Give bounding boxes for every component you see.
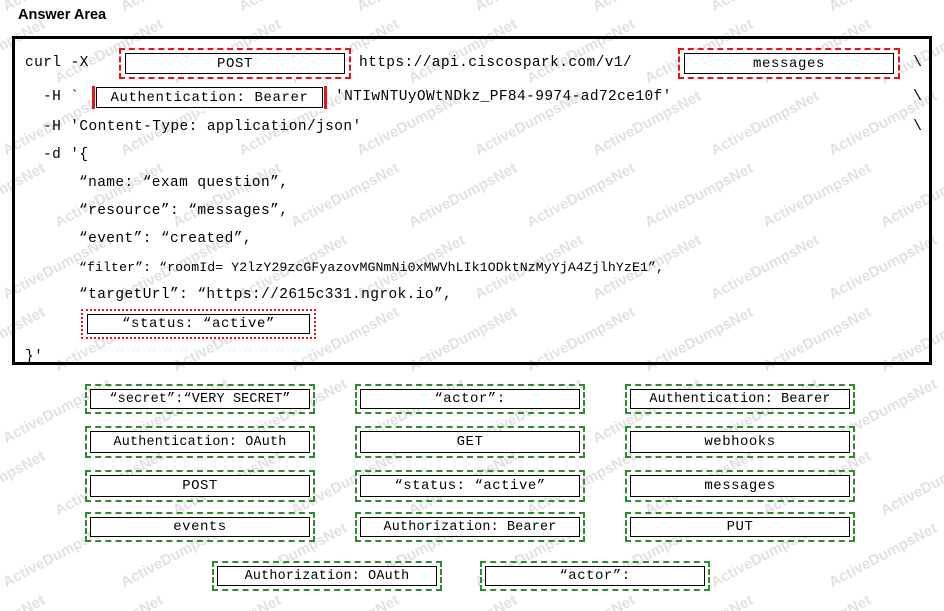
option-label: GET: [456, 434, 484, 450]
code-line-curl-prefix: curl -X: [25, 55, 89, 71]
code-line-close: }': [25, 349, 44, 365]
drop-target-status-label: “status: “active”: [121, 316, 276, 332]
watermark-text: ActiveDumpsNet: [878, 447, 944, 520]
option-label: Authentication: Bearer: [649, 391, 831, 407]
option-tile-put[interactable]: PUT: [625, 512, 855, 542]
watermark-text: ActiveDumpsNet: [826, 0, 940, 15]
code-line-token: 'NTIwNTUyOWtNDkz_PF84-9974-ad72ce10f': [335, 89, 672, 105]
watermark-text: ActiveDumpsNet: [760, 592, 874, 611]
drop-target-http-method-label: POST: [216, 55, 253, 72]
option-tile-actor-2[interactable]: “actor”:: [480, 561, 710, 591]
code-line-event: “event”: “created”,: [79, 231, 252, 247]
code-line-h-bearer: -H `: [43, 89, 80, 105]
code-line-url: https://api.ciscospark.com/v1/: [359, 55, 633, 71]
option-tile-authz-oauth[interactable]: Authorization: OAuth: [212, 561, 442, 591]
option-tile-put-inner: PUT: [630, 517, 850, 537]
watermark-text: ActiveDumpsNet: [118, 0, 232, 15]
answer-area-code-panel: curl -X https://api.ciscospark.com/v1/ \…: [12, 36, 932, 365]
watermark-text: ActiveDumpsNet: [642, 592, 756, 611]
drop-target-status-inner: “status: “active”: [87, 314, 310, 334]
option-tile-auth-bearer-inner: Authentication: Bearer: [630, 389, 850, 409]
option-label: Authorization: Bearer: [383, 519, 557, 535]
drop-target-auth-header[interactable]: Authentication: Bearer: [92, 84, 327, 111]
code-line-targeturl: “targetUrl”: “https://2615c331.ngrok.io”…: [79, 287, 453, 303]
watermark-text: ActiveDumpsNet: [288, 592, 402, 611]
code-line-name: “name: “exam question”,: [79, 175, 289, 191]
code-line-d-open: -d '{: [43, 147, 89, 163]
drop-target-resource[interactable]: messages: [678, 48, 900, 79]
drop-target-auth-header-inner: Authentication: Bearer: [96, 87, 323, 108]
watermark-text: ActiveDumpsNet: [878, 592, 944, 611]
option-tile-get-inner: GET: [360, 431, 580, 453]
option-tile-authz-bearer-inner: Authorization: Bearer: [360, 517, 580, 537]
option-label: events: [173, 519, 227, 535]
option-tile-auth-bearer[interactable]: Authentication: Bearer: [625, 384, 855, 414]
watermark-text: ActiveDumpsNet: [0, 592, 48, 611]
drop-target-http-method-inner: POST: [125, 53, 345, 74]
watermark-text: ActiveDumpsNet: [52, 592, 166, 611]
option-label: “actor”:: [434, 391, 506, 407]
option-tile-actor-1-inner: “actor”:: [360, 389, 580, 409]
option-label: “secret”:“VERY SECRET”: [109, 391, 291, 407]
drop-target-auth-header-label: Authentication: Bearer: [110, 89, 309, 106]
drop-target-status[interactable]: “status: “active”: [81, 309, 316, 339]
option-label: messages: [704, 478, 776, 494]
watermark-text: ActiveDumpsNet: [170, 592, 284, 611]
drop-target-http-method[interactable]: POST: [119, 48, 351, 79]
option-label: Authentication: OAuth: [113, 434, 287, 450]
option-tile-status-active[interactable]: “status: “active”: [355, 470, 585, 502]
option-tile-events-inner: events: [90, 517, 310, 537]
option-tile-authz-oauth-inner: Authorization: OAuth: [217, 566, 437, 586]
line-continuation-1: \: [913, 54, 923, 71]
watermark-text: ActiveDumpsNet: [0, 447, 48, 520]
code-line-filter: “filter”: “roomId= Y2lzY29zcGFyazovMGNmN…: [79, 260, 665, 275]
drop-target-resource-label: messages: [752, 55, 825, 72]
drop-target-resource-inner: messages: [684, 53, 894, 74]
watermark-text: ActiveDumpsNet: [236, 0, 350, 15]
option-tile-secret-inner: “secret”:“VERY SECRET”: [90, 389, 310, 409]
option-tile-post[interactable]: POST: [85, 470, 315, 502]
option-label: webhooks: [704, 434, 776, 450]
option-label: PUT: [726, 519, 754, 535]
option-tile-messages[interactable]: messages: [625, 470, 855, 502]
option-label: Authorization: OAuth: [244, 568, 410, 584]
option-tile-auth-oauth-inner: Authentication: OAuth: [90, 431, 310, 453]
option-tile-webhooks-inner: webhooks: [630, 431, 850, 453]
option-tile-auth-oauth[interactable]: Authentication: OAuth: [85, 426, 315, 458]
option-tile-post-inner: POST: [90, 475, 310, 497]
code-line-resource: “resource”: “messages”,: [79, 203, 289, 219]
option-tile-webhooks[interactable]: webhooks: [625, 426, 855, 458]
watermark-text: ActiveDumpsNet: [354, 0, 468, 15]
option-label: POST: [182, 478, 218, 494]
watermark-text: ActiveDumpsNet: [406, 592, 520, 611]
watermark-text: ActiveDumpsNet: [472, 0, 586, 15]
option-label: “status: “active”: [394, 478, 546, 494]
option-tile-messages-inner: messages: [630, 475, 850, 497]
line-continuation-3: \: [913, 118, 923, 135]
line-continuation-2: \: [913, 88, 923, 105]
page-title: Answer Area: [18, 7, 107, 23]
option-tile-actor-2-inner: “actor”:: [485, 566, 705, 586]
option-tile-secret[interactable]: “secret”:“VERY SECRET”: [85, 384, 315, 414]
option-label: “actor”:: [559, 568, 631, 584]
option-tile-actor-1[interactable]: “actor”:: [355, 384, 585, 414]
code-line-h-content: -H 'Content-Type: application/json': [43, 119, 362, 135]
watermark-text: ActiveDumpsNet: [524, 592, 638, 611]
watermark-text: ActiveDumpsNet: [708, 0, 822, 15]
option-tile-authz-bearer[interactable]: Authorization: Bearer: [355, 512, 585, 542]
option-tile-events[interactable]: events: [85, 512, 315, 542]
option-tile-status-active-inner: “status: “active”: [360, 475, 580, 497]
option-tile-get[interactable]: GET: [355, 426, 585, 458]
watermark-text: ActiveDumpsNet: [590, 0, 704, 15]
